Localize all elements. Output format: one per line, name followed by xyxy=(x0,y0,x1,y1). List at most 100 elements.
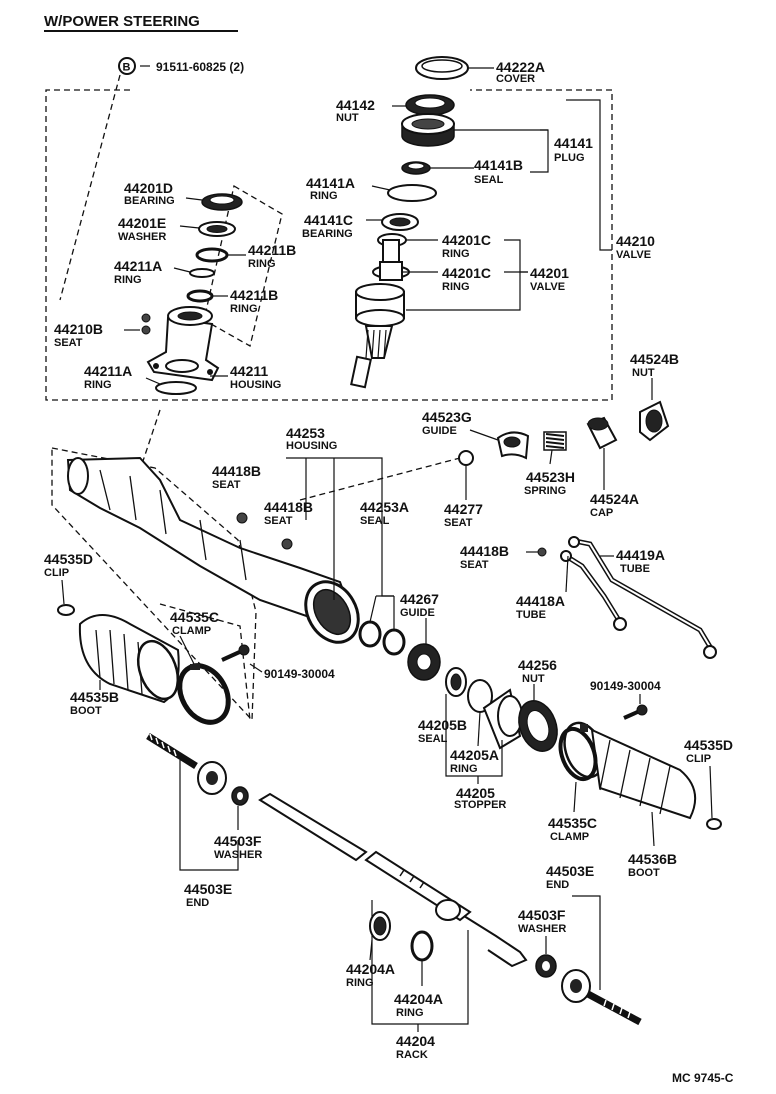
label-nut-44256: 44256 NUT xyxy=(518,657,557,685)
svg-text:91511-60825 (2): 91511-60825 (2) xyxy=(156,60,244,74)
label-spring-44523H: 44523H SPRING xyxy=(524,469,575,497)
cap-part xyxy=(586,416,618,450)
label-tube-44418A: 44418A TUBE xyxy=(516,593,565,621)
label-clamp-44535C-1: 44535C CLAMP xyxy=(170,609,219,637)
svg-text:90149-30004: 90149-30004 xyxy=(590,679,661,693)
nut-part xyxy=(639,400,670,442)
washer-part xyxy=(535,954,557,978)
ring-part xyxy=(186,289,214,303)
svg-text:44210: 44210 xyxy=(616,233,655,249)
tie-rod-end-part xyxy=(561,969,642,1026)
seat-part xyxy=(281,538,293,550)
svg-text:44253: 44253 xyxy=(286,425,325,441)
svg-text:44418B: 44418B xyxy=(264,499,313,515)
clip-part xyxy=(706,818,722,830)
svg-text:TUBE: TUBE xyxy=(620,563,650,575)
svg-text:44535D: 44535D xyxy=(44,551,93,567)
svg-text:RING: RING xyxy=(114,274,142,286)
svg-text:NUT: NUT xyxy=(522,673,545,685)
label-washer-44503F-2: 44503F WASHER xyxy=(518,907,566,935)
ring-part xyxy=(155,381,197,395)
svg-text:COVER: COVER xyxy=(496,73,535,85)
svg-text:BEARING: BEARING xyxy=(302,228,353,240)
label-bolt-90149-2: 90149-30004 xyxy=(590,679,661,693)
diagram-title: W/POWER STEERING xyxy=(44,13,200,30)
bearing-part xyxy=(381,213,419,231)
svg-text:CLIP: CLIP xyxy=(44,567,69,579)
bolt-part xyxy=(623,704,648,720)
svg-text:44535C: 44535C xyxy=(170,609,219,625)
tube-part xyxy=(560,550,627,631)
svg-text:44419A: 44419A xyxy=(616,547,665,563)
washer-part xyxy=(231,786,249,806)
spring-part xyxy=(543,431,567,451)
svg-text:B: B xyxy=(123,62,131,74)
svg-text:44523H: 44523H xyxy=(526,469,575,485)
plug-part xyxy=(401,113,455,147)
label-housing-44253: 44253 HOUSING xyxy=(286,425,337,452)
svg-text:44211B: 44211B xyxy=(230,287,278,303)
label-ring-44201C-1: 44201C RING xyxy=(442,232,491,260)
svg-text:44503F: 44503F xyxy=(214,833,262,849)
ring-part xyxy=(369,911,391,941)
svg-text:44204A: 44204A xyxy=(346,961,395,977)
bolt-part xyxy=(221,644,250,662)
svg-text:WASHER: WASHER xyxy=(214,849,262,861)
label-boot-44535B: 44535B BOOT xyxy=(70,689,119,717)
guide-part xyxy=(407,643,441,681)
svg-text:44141B: 44141B xyxy=(474,157,523,173)
svg-text:TUBE: TUBE xyxy=(516,609,546,621)
svg-text:CLAMP: CLAMP xyxy=(172,625,211,637)
svg-text:BEARING: BEARING xyxy=(124,195,175,207)
valve-housing-part xyxy=(146,306,220,382)
svg-text:44201: 44201 xyxy=(530,265,569,281)
svg-text:44201C: 44201C xyxy=(442,265,491,281)
label-ring-44211A-2: 44211A RING xyxy=(84,363,132,391)
svg-text:44211B: 44211B xyxy=(248,242,296,258)
svg-text:WASHER: WASHER xyxy=(118,231,166,243)
nut-part xyxy=(405,94,455,116)
label-cover-44222A: 44222A COVER xyxy=(496,59,545,85)
label-guide-44523G: 44523G GUIDE xyxy=(422,409,472,437)
label-clamp-44535C-2: 44535C CLAMP xyxy=(548,815,597,843)
seal-part xyxy=(445,667,467,697)
label-seal-44253A: 44253A SEAL xyxy=(360,499,409,527)
svg-text:44535D: 44535D xyxy=(684,737,733,753)
tube-part xyxy=(568,536,717,659)
label-ring-44204A-2: 44204A RING xyxy=(394,991,443,1019)
label-ring-44211B-2: 44211B RING xyxy=(230,287,278,315)
seat-part xyxy=(141,313,151,335)
label-seat-44418B-2: 44418B SEAT xyxy=(264,499,313,527)
svg-text:SEAT: SEAT xyxy=(212,479,241,491)
svg-text:44524B: 44524B xyxy=(630,351,679,367)
svg-text:44503E: 44503E xyxy=(546,863,594,879)
svg-text:44523G: 44523G xyxy=(422,409,472,425)
svg-text:RING: RING xyxy=(396,1007,424,1019)
svg-text:44536B: 44536B xyxy=(628,851,677,867)
svg-text:RING: RING xyxy=(310,190,338,202)
label-ring-44205A: 44205A RING xyxy=(450,747,499,775)
label-tube-44419A: 44419A TUBE xyxy=(616,547,665,575)
svg-text:44418B: 44418B xyxy=(460,543,509,559)
svg-text:44277: 44277 xyxy=(444,501,483,517)
svg-text:44205A: 44205A xyxy=(450,747,499,763)
svg-text:NUT: NUT xyxy=(336,112,359,124)
label-seat-44210B: 44210B SEAT xyxy=(54,321,103,349)
seat-part xyxy=(236,512,248,524)
svg-text:44418B: 44418B xyxy=(212,463,261,479)
svg-text:HOUSING: HOUSING xyxy=(230,379,281,391)
svg-text:44204: 44204 xyxy=(396,1033,435,1049)
clamp-part xyxy=(558,724,598,782)
svg-text:44141C: 44141C xyxy=(304,212,353,228)
svg-text:PLUG: PLUG xyxy=(554,152,585,164)
nut-part xyxy=(518,700,558,752)
svg-text:SEAT: SEAT xyxy=(264,515,293,527)
label-seat-44418B-1: 44418B SEAT xyxy=(212,463,261,491)
svg-text:WASHER: WASHER xyxy=(518,923,566,935)
label-ring-44211A-1: 44211A RING xyxy=(114,258,162,286)
stopper-part xyxy=(482,688,523,750)
label-nut-44524B: 44524B NUT xyxy=(630,351,679,379)
label-rack-44204: 44204 RACK xyxy=(396,1033,435,1061)
